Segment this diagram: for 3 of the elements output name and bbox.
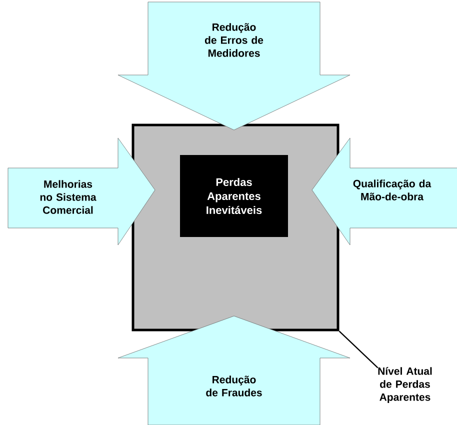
loss-box: Perdas Aparentes Inevitáveis xyxy=(180,155,288,237)
leader-label: Nível Atual de Perdas Aparentes xyxy=(378,367,432,403)
leader-line xyxy=(338,330,378,368)
